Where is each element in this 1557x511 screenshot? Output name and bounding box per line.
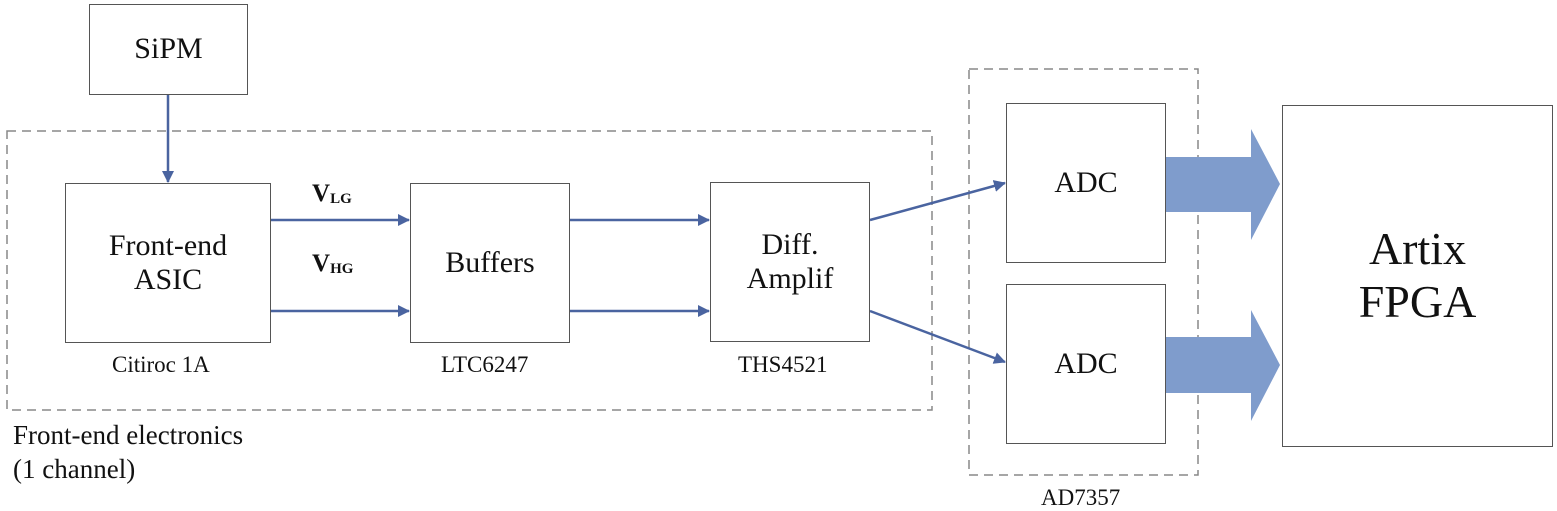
diff-to-adc1-arrow bbox=[869, 180, 1006, 222]
vhg-main: V bbox=[312, 250, 331, 277]
frontend-asic-line1: Front-end bbox=[108, 228, 228, 262]
adc1-label: ADC bbox=[1054, 165, 1118, 199]
frontend-electronics-group bbox=[6, 130, 933, 411]
frontend-group-caption: Front-end electronics (1 channel) bbox=[13, 418, 243, 486]
frontend-part-caption: Citiroc 1A bbox=[112, 352, 210, 377]
frontend-group-line2: (1 channel) bbox=[13, 454, 136, 484]
vlg-main: V bbox=[312, 180, 331, 207]
vhg-sub: HG bbox=[330, 261, 354, 277]
sipm-block: SiPM bbox=[89, 4, 248, 95]
buffers-block: Buffers bbox=[410, 183, 570, 343]
frontend-asic-block: Front-end ASIC bbox=[65, 183, 271, 343]
adc1-to-fpga-wide-arrow bbox=[1166, 129, 1280, 240]
frontend-asic-line2: ASIC bbox=[133, 263, 203, 296]
frontend-group-line1: Front-end electronics bbox=[13, 420, 244, 450]
diff-amplifier-line1: Diff. bbox=[761, 227, 819, 261]
sipm-label: SiPM bbox=[134, 32, 203, 66]
adc2-label: ADC bbox=[1054, 346, 1118, 380]
diff-part-caption: THS4521 bbox=[738, 352, 828, 377]
fpga-line2: FPGA bbox=[1358, 276, 1477, 327]
vlg-signal-label: VLG bbox=[312, 180, 352, 208]
fpga-label: Artix FPGA bbox=[1359, 223, 1477, 329]
adc-part-caption: AD7357 bbox=[1041, 485, 1121, 510]
adc-chip-group bbox=[968, 68, 1199, 476]
buffers-part-caption: LTC6247 bbox=[441, 352, 529, 377]
vlg-sub: LG bbox=[330, 191, 352, 207]
vhg-signal-label: VHG bbox=[312, 250, 353, 278]
fpga-block: Artix FPGA bbox=[1282, 105, 1553, 447]
adc2-to-fpga-wide-arrow bbox=[1166, 310, 1280, 421]
diff-amplifier-line2: Amplif bbox=[746, 262, 834, 295]
adc1-block: ADC bbox=[1006, 103, 1166, 263]
fpga-line1: Artix bbox=[1368, 223, 1467, 275]
adc2-block: ADC bbox=[1006, 284, 1166, 444]
buffers-label: Buffers bbox=[445, 245, 535, 279]
diff-amplifier-label: Diff. Amplif bbox=[747, 228, 834, 297]
frontend-asic-label: Front-end ASIC bbox=[109, 229, 227, 298]
diff-amplifier-block: Diff. Amplif bbox=[710, 182, 870, 342]
diff-to-adc2-arrow bbox=[869, 309, 1006, 364]
